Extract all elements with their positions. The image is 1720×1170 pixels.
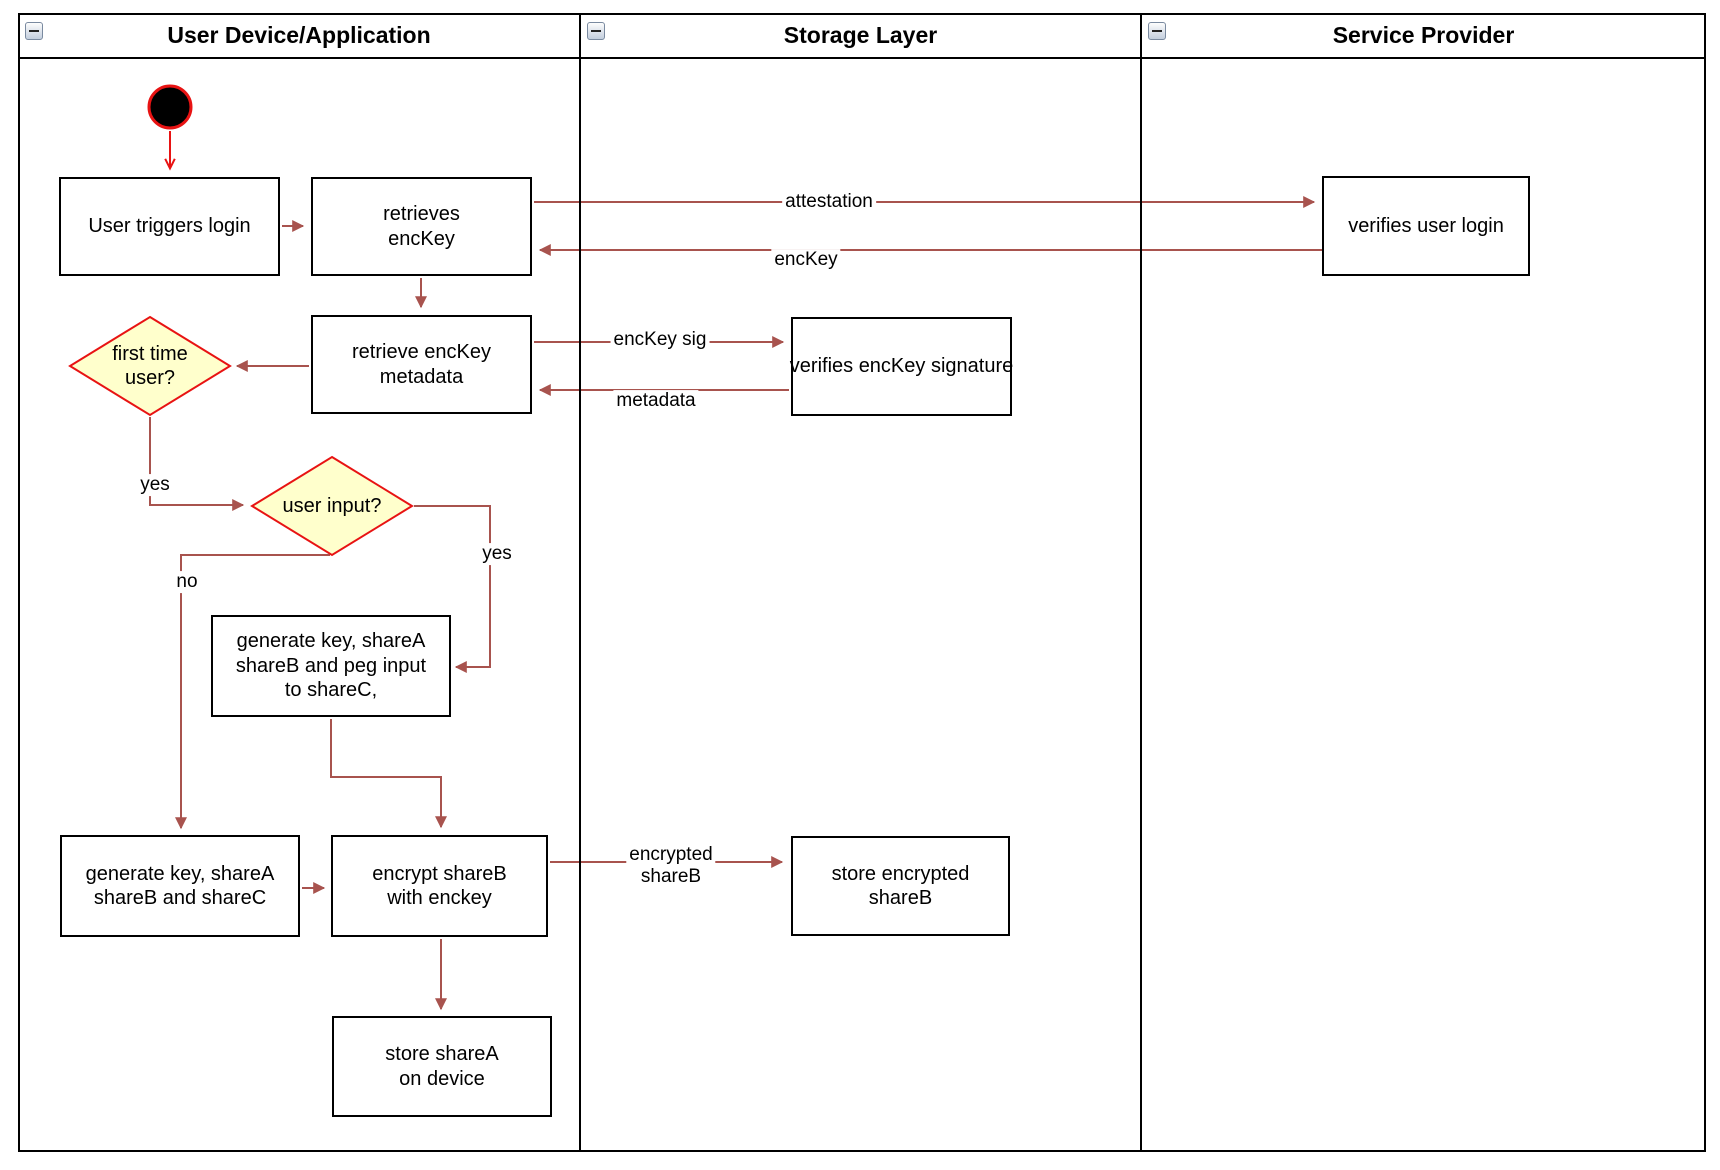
lane-header-storage-layer[interactable]: Storage Layer	[580, 13, 1141, 58]
edge-label-metadata: metadata	[613, 390, 699, 412]
lane-header-bottom-line	[18, 57, 1706, 59]
collapse-lane-storage-layer-button[interactable]	[587, 22, 605, 40]
collapse-lane-service-provider-button[interactable]	[1148, 22, 1166, 40]
first-time-user-decision[interactable]	[68, 315, 232, 417]
lane-header-user-device[interactable]: User Device/Application	[18, 13, 580, 58]
edge-label-user-input-yes: yes	[479, 543, 515, 565]
node-retrieves-enckey[interactable]: retrieves encKey	[311, 177, 532, 276]
minus-icon	[1152, 30, 1162, 32]
node-verifies-user-login[interactable]: verifies user login	[1322, 176, 1530, 276]
node-user-triggers-login[interactable]: User triggers login	[59, 177, 280, 276]
collapse-lane-user-device-button[interactable]	[25, 22, 43, 40]
edge-label-user-input-no: no	[173, 571, 201, 593]
edge-label-attestation: attestation	[782, 191, 876, 213]
edge-peg-to-encrypt	[330, 719, 447, 829]
edge-user-input-no	[175, 554, 330, 830]
edge-user-input-yes	[414, 505, 491, 673]
node-generate-key-shares[interactable]: generate key, shareA shareB and shareC	[60, 835, 300, 937]
lane-divider-1	[579, 13, 581, 1152]
minus-icon	[591, 30, 601, 32]
lane-title-storage-layer: Storage Layer	[783, 22, 938, 48]
first-time-user-label: first time user?	[112, 342, 188, 389]
lane-divider-2	[1140, 13, 1142, 1152]
node-generate-key-peg-input[interactable]: generate key, shareA shareB and peg inpu…	[211, 615, 451, 717]
start-node[interactable]	[147, 84, 193, 130]
node-store-sharea[interactable]: store shareA on device	[332, 1016, 552, 1117]
edge-label-encrypted-shareb: encrypted shareB	[626, 844, 716, 888]
pool-border	[18, 13, 1706, 1152]
edge-label-first-time-yes: yes	[137, 474, 173, 496]
node-store-encrypted-shareb[interactable]: store encrypted shareB	[791, 836, 1010, 936]
user-input-decision[interactable]	[250, 455, 414, 557]
node-verifies-enckey-signature[interactable]: verifies encKey signature	[790, 317, 1013, 416]
lane-title-user-device: User Device/Application	[167, 22, 431, 48]
node-encrypt-shareb[interactable]: encrypt shareB with enckey	[331, 835, 548, 937]
edge-label-enckey: encKey	[771, 249, 841, 271]
lane-title-service-provider: Service Provider	[1332, 22, 1515, 48]
edge-first-time-yes	[149, 417, 245, 511]
minus-icon	[29, 30, 39, 32]
edge-label-enckey-sig: encKey sig	[610, 329, 710, 351]
lane-header-service-provider[interactable]: Service Provider	[1141, 13, 1706, 58]
user-input-label: user input?	[282, 494, 382, 517]
node-retrieve-enckey-metadata[interactable]: retrieve encKey metadata	[311, 315, 532, 414]
